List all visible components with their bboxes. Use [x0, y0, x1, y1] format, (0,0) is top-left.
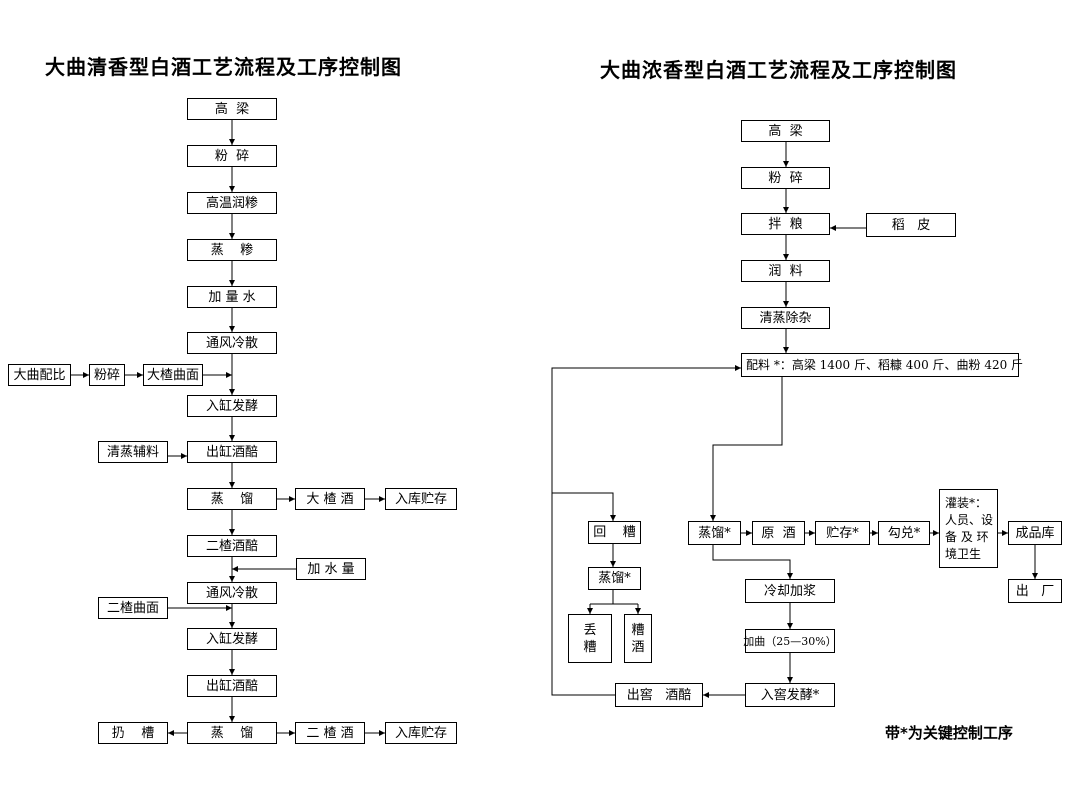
- left-step-unload: 出缸酒醅: [187, 441, 277, 463]
- right-filling-line-3: 备 及 环: [945, 529, 989, 544]
- right-return-grains: 回 糟: [588, 521, 641, 544]
- right-discard-grains: 丢 糟: [568, 614, 612, 663]
- right-rice-husk: 稻 皮: [866, 213, 956, 237]
- right-pit-unload: 出窖 酒醅: [615, 683, 703, 707]
- left-daqu-ratio: 大曲配比: [8, 364, 71, 386]
- right-blending: 勾兑*: [878, 521, 930, 545]
- right-distill: 蒸馏*: [688, 521, 741, 545]
- right-warehouse: 成品库: [1008, 521, 1062, 545]
- left-chart-title: 大曲清香型白酒工艺流程及工序控制图: [45, 55, 402, 79]
- right-grain-liquor-char-2: 酒: [631, 639, 645, 655]
- right-formula: 配料 *：高梁 1400 斤、稻糠 400 斤、曲粉 420 斤: [741, 353, 1023, 377]
- left-dazha-liquor: 大 楂 酒: [295, 488, 365, 510]
- arrow-r-formula-to-distill: [710, 377, 783, 521]
- right-filling-line-2: 人员、设: [945, 512, 994, 527]
- right-step-sorghum: 高 梁: [741, 120, 830, 142]
- right-grain-liquor: 糟 酒: [624, 614, 652, 663]
- left-step-crush: 粉 碎: [187, 145, 277, 167]
- left-erzha-liquor: 二 楂 酒: [295, 722, 365, 744]
- right-step-mix-grain: 拌 粮: [741, 213, 830, 235]
- left-step-ferment: 入缸发酵: [187, 395, 277, 417]
- right-step-crush: 粉 碎: [741, 167, 830, 189]
- left-step-moisten: 高温润糁: [187, 192, 277, 214]
- right-return-distill: 蒸馏*: [588, 567, 641, 590]
- right-shipping: 出 厂: [1008, 579, 1062, 603]
- right-discard-grains-char-1: 丢: [583, 622, 597, 638]
- right-grain-liquor-char-1: 糟: [631, 622, 645, 638]
- left-step-ferment-2: 入缸发酵: [187, 628, 277, 650]
- left-step-distill: 蒸 馏: [187, 488, 277, 510]
- right-pit-ferment: 入窖发酵*: [745, 683, 835, 707]
- right-storage: 贮存*: [815, 521, 870, 545]
- left-step-distill-2: 蒸 馏: [187, 722, 277, 744]
- right-discard-grains-char-2: 糟: [583, 639, 597, 655]
- right-raw-liquor: 原 酒: [752, 521, 805, 545]
- right-cooling: 冷却加浆: [745, 579, 835, 603]
- arrow-r-distill-to-cooling: [712, 545, 793, 579]
- left-step-sorghum: 高 梁: [187, 98, 277, 120]
- right-filling-line-1: 灌装*：: [945, 495, 988, 510]
- left-step-air-cool-2: 通风冷散: [187, 582, 277, 604]
- left-water-amount: 加 水 量: [296, 558, 366, 580]
- left-step-steam: 蒸 糁: [187, 239, 277, 261]
- left-side-crush: 粉碎: [89, 364, 125, 386]
- right-chart-title: 大曲浓香型白酒工艺流程及工序控制图: [600, 58, 957, 82]
- left-discard-grains: 扔 槽: [98, 722, 168, 744]
- arrow-r-loop-to-return-grains: [552, 492, 616, 521]
- left-erzha-qu: 二楂曲面: [98, 597, 168, 619]
- right-add-qu: 加曲（25—30%）: [743, 629, 837, 653]
- right-step-moisten: 润 料: [741, 260, 830, 282]
- arrow-r-unload-loop-to-formula: [551, 365, 741, 696]
- right-filling-line-4: 境卫生: [945, 546, 982, 561]
- left-step-add-water: 加 量 水: [187, 286, 277, 308]
- right-step-steam-clean: 清蒸除杂: [741, 307, 830, 329]
- left-step-erzha-mash: 二楂酒醅: [187, 535, 277, 557]
- right-filling: 灌装*： 人员、设 备 及 环 境卫生: [939, 489, 998, 568]
- left-storage-1: 入库贮存: [385, 488, 457, 510]
- left-storage-2: 入库贮存: [385, 722, 457, 744]
- left-step-unload-2: 出缸酒醅: [187, 675, 277, 697]
- left-step-air-cool: 通风冷散: [187, 332, 277, 354]
- left-steamed-husk: 清蒸辅料: [98, 441, 168, 463]
- left-dazha-qu: 大楂曲面: [143, 364, 203, 386]
- key-process-footnote: 带*为关键控制工序: [885, 724, 1013, 742]
